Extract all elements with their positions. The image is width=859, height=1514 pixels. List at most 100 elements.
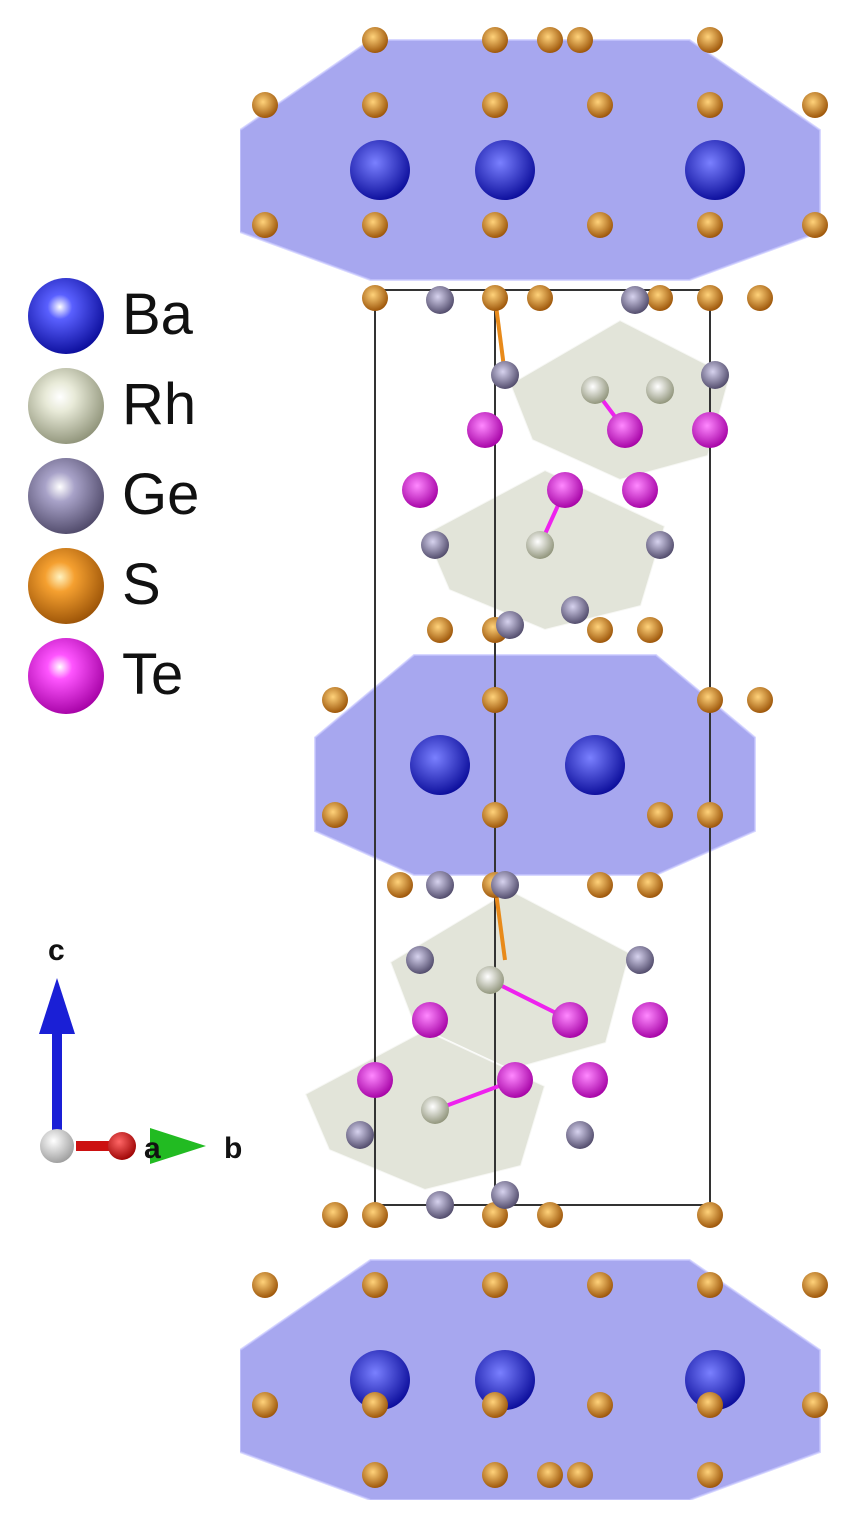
s-atom <box>482 92 508 118</box>
axis-origin <box>40 1129 74 1163</box>
s-atom <box>362 27 388 53</box>
c-axis-label: c <box>48 934 65 967</box>
s-atom <box>482 1392 508 1418</box>
a-axis-shaft <box>76 1141 122 1151</box>
s-atom <box>362 1272 388 1298</box>
s-atom <box>482 687 508 713</box>
ge-atom <box>646 531 674 559</box>
legend-item-te: Te <box>22 630 242 720</box>
s-atom <box>747 285 773 311</box>
s-atom <box>697 687 723 713</box>
ba-atom <box>565 735 625 795</box>
s-atom <box>697 1462 723 1488</box>
ge-atom <box>496 611 524 639</box>
s-atom <box>482 1462 508 1488</box>
legend-item-rh: Rh <box>22 360 242 450</box>
rh-atom <box>476 966 504 994</box>
s-atom <box>362 212 388 238</box>
s-atom <box>527 285 553 311</box>
s-atom <box>427 617 453 643</box>
c-axis-arrowhead <box>39 978 75 1034</box>
s-atom <box>587 212 613 238</box>
ge-atom <box>491 871 519 899</box>
rh-atom <box>526 531 554 559</box>
ba-atom <box>475 140 535 200</box>
legend-label-ge: Ge <box>122 462 200 527</box>
crystal-structure <box>240 27 828 1500</box>
s-atom <box>637 617 663 643</box>
legend-item-s: S <box>22 540 242 630</box>
c-axis-shaft <box>52 1030 62 1146</box>
legend-label-rh: Rh <box>122 372 197 437</box>
ba-polyhedron <box>314 654 756 876</box>
te-atom <box>607 412 643 448</box>
s-atom <box>587 92 613 118</box>
s-atom-icon <box>28 548 104 624</box>
te-atom <box>572 1062 608 1098</box>
te-atom <box>402 472 438 508</box>
ge-atom <box>566 1121 594 1149</box>
ge-atom <box>561 596 589 624</box>
rh-atom <box>646 376 674 404</box>
legend-label-te: Te <box>122 642 184 707</box>
s-atom <box>697 1272 723 1298</box>
ge-atom-icon <box>28 458 104 534</box>
ba-atom <box>685 140 745 200</box>
s-atom <box>802 212 828 238</box>
s-atom <box>567 27 593 53</box>
te-atom <box>357 1062 393 1098</box>
s-atom <box>252 1392 278 1418</box>
ge-atom <box>701 361 729 389</box>
s-atom <box>252 212 278 238</box>
legend-label-ba: Ba <box>122 282 193 347</box>
axis-orientation-indicator: c a b <box>39 934 242 1165</box>
ge-atom <box>426 1191 454 1219</box>
s-atom <box>697 1392 723 1418</box>
s-atom <box>362 92 388 118</box>
s-atom <box>252 1272 278 1298</box>
s-atom <box>697 1202 723 1228</box>
ba-atom-icon <box>28 278 104 354</box>
ba-atom <box>350 140 410 200</box>
rh-atom-icon <box>28 368 104 444</box>
legend-item-ge: Ge <box>22 450 242 540</box>
s-atom <box>587 617 613 643</box>
s-atom <box>322 802 348 828</box>
rh-atom <box>421 1096 449 1124</box>
s-atom <box>647 285 673 311</box>
s-atom <box>587 1392 613 1418</box>
b-axis-arrowhead <box>150 1128 206 1164</box>
ba-atom <box>350 1350 410 1410</box>
te-atom <box>547 472 583 508</box>
te-atom <box>632 1002 668 1038</box>
ge-atom <box>491 361 519 389</box>
s-atom <box>697 285 723 311</box>
s-atom <box>647 802 673 828</box>
s-atom <box>322 1202 348 1228</box>
a-axis-label: a <box>144 1132 161 1165</box>
s-atom <box>697 802 723 828</box>
s-atom <box>362 285 388 311</box>
ge-atom <box>621 286 649 314</box>
ge-atom <box>491 1181 519 1209</box>
s-atom <box>697 27 723 53</box>
s-atom <box>537 1202 563 1228</box>
ge-atom <box>406 946 434 974</box>
s-atom <box>567 1462 593 1488</box>
s-atom <box>387 872 413 898</box>
coordination-polyhedra <box>240 39 821 1500</box>
atom-legend: Ba Rh Ge S Te <box>22 270 242 720</box>
te-atom <box>467 412 503 448</box>
s-atom <box>482 27 508 53</box>
rh-atom <box>581 376 609 404</box>
s-atom <box>537 1462 563 1488</box>
s-atom <box>362 1462 388 1488</box>
s-atom <box>802 92 828 118</box>
te-atom <box>622 472 658 508</box>
a-axis-arrowhead <box>108 1132 136 1160</box>
s-atom <box>587 872 613 898</box>
ba-atom <box>410 735 470 795</box>
s-atom <box>482 802 508 828</box>
rh-polyhedron <box>508 318 732 482</box>
s-atom <box>697 92 723 118</box>
